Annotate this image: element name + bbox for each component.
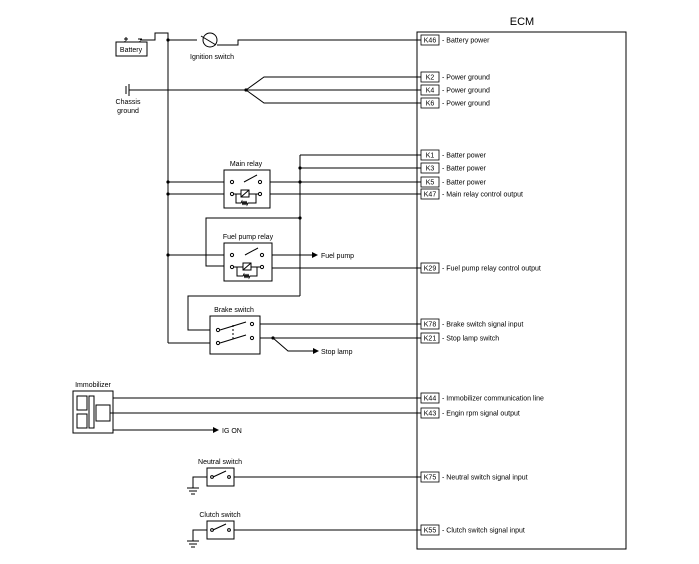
clutch-ground-symbol [187, 540, 199, 548]
neutral-ground-wire [192, 476, 207, 488]
ecm-pin-code-k1: K1 [426, 153, 435, 160]
ig-on-label: IG ON [222, 428, 242, 435]
ecm-pin-code-k4: K4 [426, 88, 435, 95]
k2-wire [245, 76, 421, 91]
neutral-switch-label: Neutral switch [198, 459, 242, 466]
ecm-pin-code-k29: K29 [424, 266, 437, 273]
ecm-pin-code-k3: K3 [426, 166, 435, 173]
battery-label: Battery [120, 47, 143, 54]
ecm-pin-desc-k75: - Neutral switch signal input [442, 475, 528, 482]
battery-symbol [115, 37, 148, 57]
ecm-pin-desc-k44: - Immobilizer communication line [442, 396, 544, 403]
ecm-pin-desc-k55: - Clutch switch signal input [442, 528, 525, 535]
fuel-pump-relay-label: Fuel pump relay [223, 234, 274, 241]
fuel-relay-coil-feed [205, 217, 300, 267]
neutral-ground-symbol [187, 487, 199, 495]
ecm-pin-desc-k29: - Fuel pump relay control output [442, 266, 541, 273]
stop-lamp-label: Stop lamp [321, 349, 353, 356]
ecm-pin-desc-k78: - Brake switch signal input [442, 322, 523, 329]
ecm-pin-code-k75: K75 [424, 475, 437, 482]
ecm-box [416, 31, 627, 550]
ig-on-arrow [213, 427, 219, 433]
ecm-pin-desc-k1: - Batter power [442, 153, 487, 160]
ecm-pin-code-k5: K5 [426, 180, 435, 187]
ecm-pin-code-k47: K47 [424, 192, 437, 199]
fuel-pump-label: Fuel pump [321, 253, 354, 260]
k6-wire [245, 89, 421, 104]
ignition-switch-label: Ignition switch [190, 54, 234, 61]
stop-lamp-arrow [313, 348, 319, 354]
brake-switch-label: Brake switch [214, 307, 254, 314]
stop-lamp-wire [272, 337, 313, 352]
ecm-pin-code-k2: K2 [426, 75, 435, 82]
main-relay-label: Main relay [230, 161, 263, 168]
immobilizer-label: Immobilizer [75, 382, 111, 389]
battery-wire [140, 32, 169, 41]
ecm-pin-desc-k3: - Batter power [442, 166, 487, 173]
ecm-pin-code-k43: K43 [424, 411, 437, 418]
ecm-pin-code-k78: K78 [424, 322, 437, 329]
ecm-pin-code-k6: K6 [426, 101, 435, 108]
chassis-ground-symbol [125, 84, 130, 96]
main-relay-box [223, 169, 271, 209]
ecm-pin-code-k46: K46 [424, 38, 437, 45]
ecm-pin-code-k44: K44 [424, 396, 437, 403]
ecm-title: ECM [510, 16, 534, 28]
ecm-pin-desc-k5: - Batter power [442, 180, 487, 187]
chassis-ground-label-2: ground [117, 108, 139, 115]
ecm-pin-desc-k21: - Stop lamp switch [442, 336, 499, 343]
brake-switch-box [209, 315, 261, 355]
k46-wire [217, 39, 421, 46]
ecm-pin-desc-k4: - Power ground [442, 88, 490, 95]
ecm-pin-desc-k2: - Power ground [442, 75, 490, 82]
immobilizer-symbol [72, 390, 114, 434]
clutch-switch-label: Clutch switch [199, 512, 240, 519]
brake-switch-feed [187, 295, 300, 331]
chassis-ground-label-1: Chassis [116, 99, 141, 106]
ecm-pin-desc-k46: - Battery power [442, 38, 490, 45]
ecm-pin-desc-k6: - Power ground [442, 101, 490, 108]
clutch-ground-wire [192, 529, 207, 541]
ecm-pin-desc-k47: - Main relay control output [442, 192, 523, 199]
fuel-pump-arrow [312, 252, 318, 258]
ecm-pin-code-k21: K21 [424, 336, 437, 343]
ecm-pin-desc-k43: - Engin rpm signal output [442, 411, 520, 418]
ecm-pin-code-k55: K55 [424, 528, 437, 535]
